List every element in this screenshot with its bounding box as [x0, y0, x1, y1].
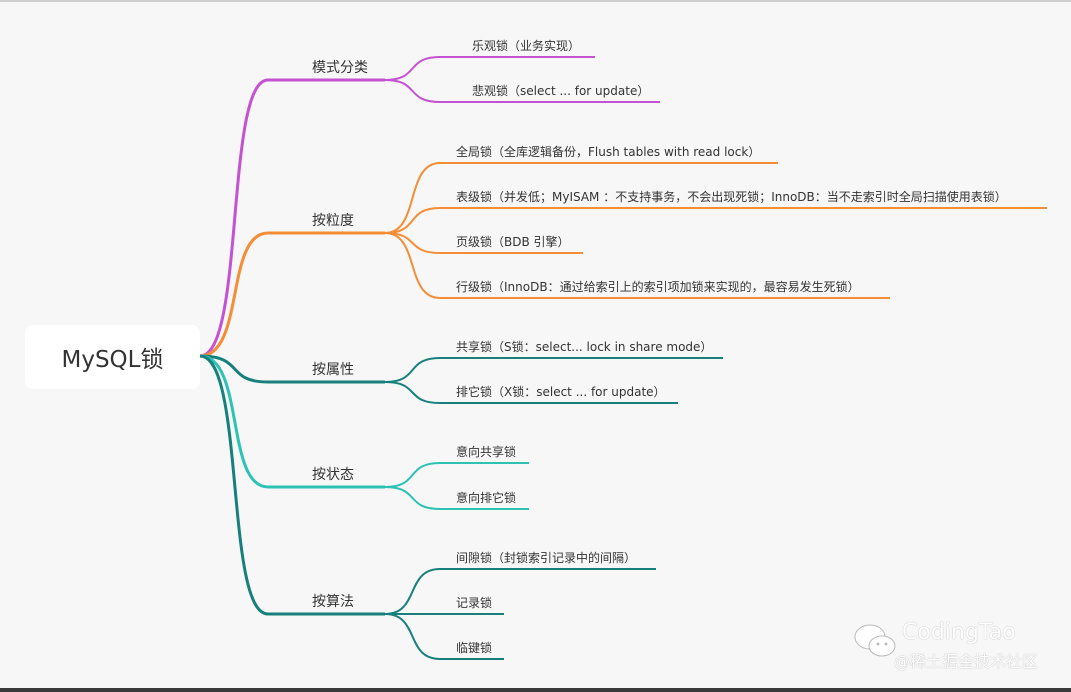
leaf-connector [384, 56, 595, 81]
leaf-connector [384, 568, 656, 615]
leaf-node[interactable]: 行级锁（InnoDB：通过给索引上的索引项加锁来实现的，最容易发生死锁） [456, 280, 860, 294]
branch-connector [199, 354, 385, 489]
leaf-node[interactable]: 意向共享锁 [456, 445, 517, 459]
wechat-icon [854, 624, 896, 657]
leaf-connector [384, 613, 504, 660]
leaf-node[interactable]: 排它锁（X锁：select ... for update） [456, 385, 666, 399]
branch-node[interactable]: 按状态 [312, 467, 354, 483]
top-border [0, 0, 1071, 2]
branch-node[interactable]: 模式分类 [312, 60, 368, 76]
branch-node[interactable]: 按算法 [312, 594, 354, 610]
leaf-connector [384, 79, 660, 103]
branch-connector [199, 354, 385, 384]
leaf-node[interactable]: 间隙锁（封锁索引记录中的间隔） [456, 551, 637, 565]
leaf-connector [384, 232, 890, 299]
leaf-node[interactable]: 临键锁 [456, 641, 493, 655]
branch-connector [199, 354, 385, 616]
leaf-node[interactable]: 共享锁（S锁：select... lock in share mode） [456, 340, 713, 354]
leaf-connector [384, 162, 778, 234]
leaf-connector [384, 486, 529, 510]
leaf-node[interactable]: 页级锁（BDB 引擎） [456, 235, 570, 249]
branch-connector [199, 78, 385, 358]
leaf-node[interactable]: 悲观锁（select ... for update） [472, 84, 650, 98]
leaf-node[interactable]: 意向排它锁 [456, 491, 517, 505]
leaf-connector [384, 207, 1047, 234]
branch-node[interactable]: 按属性 [312, 362, 354, 378]
leaf-node[interactable]: 表级锁（并发低；MyISAM ：不支持事务，不会出现死锁；InnoDB：当不走索… [456, 190, 1007, 204]
root-node[interactable]: MySQL锁 [25, 325, 200, 389]
leaf-node[interactable]: 全局锁（全库逻辑备份，Flush tables with read lock） [456, 145, 761, 159]
leaf-connector [384, 232, 583, 254]
branch-connector [199, 231, 385, 358]
leaf-connector [384, 357, 723, 383]
watermark-brand: CodingTao [902, 620, 1016, 645]
watermark-sub: @稀土掘金技术社区 [894, 652, 1039, 671]
branch-node[interactable]: 按粒度 [312, 213, 354, 229]
leaf-node[interactable]: 记录锁 [456, 596, 493, 610]
leaf-connector [384, 381, 678, 404]
bottom-bar [0, 688, 1071, 692]
leaf-connector [384, 462, 529, 488]
leaf-node[interactable]: 乐观锁（业务实现） [472, 39, 581, 53]
